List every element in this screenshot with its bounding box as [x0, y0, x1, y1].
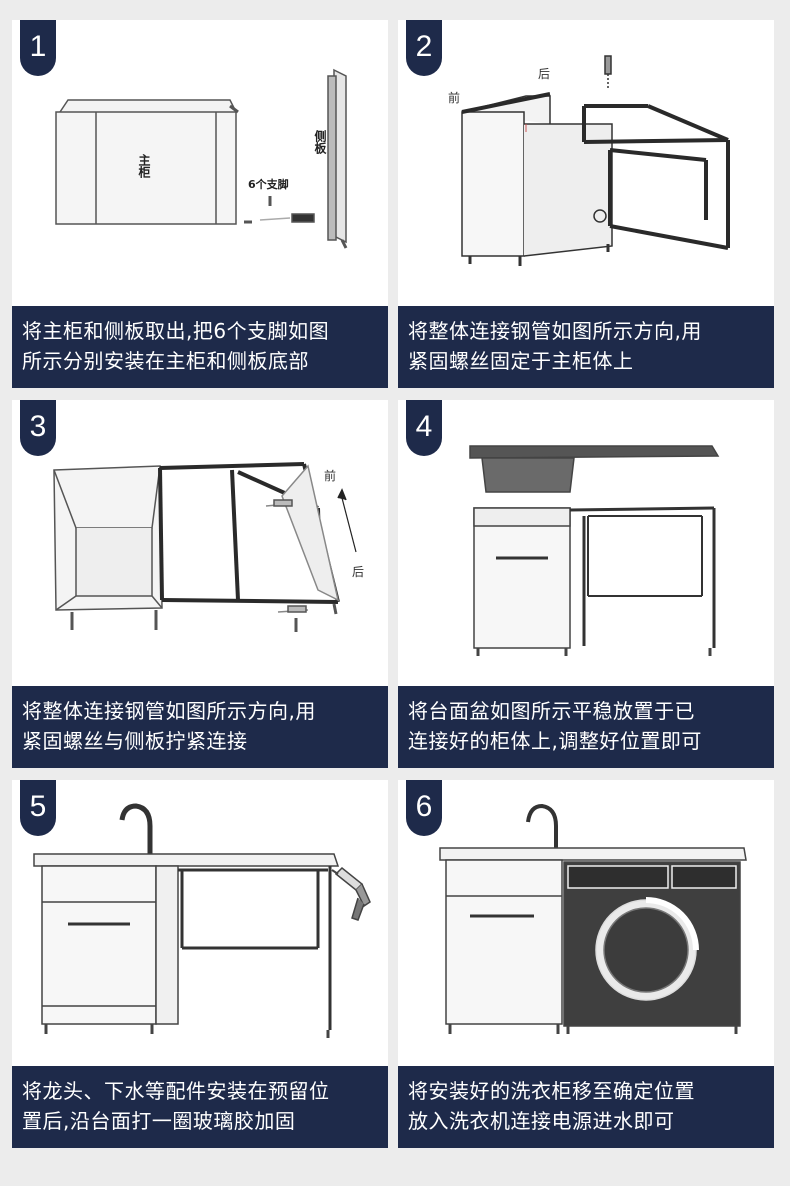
caption-line: 将整体连接钢管如图所示方向,用 [408, 319, 702, 343]
step-caption: 将主柜和侧板取出,把6个支脚如图 所示分别安装在主柜和侧板底部 [12, 306, 388, 388]
side-panel-label: 侧板 [313, 129, 327, 155]
step-panel-3: 3 [12, 400, 388, 768]
caption-line: 紧固螺丝固定于主柜体上 [408, 349, 634, 373]
main-cabinet-label: 主柜 [137, 153, 151, 178]
step-number-badge: 1 [20, 20, 56, 76]
caption-line: 将整体连接钢管如图所示方向,用 [22, 699, 316, 723]
back-label: 后 [538, 67, 550, 81]
step-6-illustration [439, 803, 747, 1034]
step-caption: 将整体连接钢管如图所示方向,用 紧固螺丝与侧板拧紧连接 [12, 686, 388, 768]
step-caption: 将整体连接钢管如图所示方向,用 紧固螺丝固定于主柜体上 [398, 306, 774, 388]
step-panel-1: 1 主柜 侧板 6个支脚 [12, 20, 388, 388]
step-caption: 将龙头、下水等配件安装在预留位 置后,沿台面打一圈玻璃胶加固 [12, 1066, 388, 1148]
step-panel-6: 6 [398, 780, 774, 1148]
step-caption: 将安装好的洗衣柜移至确定位置 放入洗衣机连接电源进水即可 [398, 1066, 774, 1148]
step-caption: 将台面盆如图所示平稳放置于已 连接好的柜体上,调整好位置即可 [398, 686, 774, 768]
step-number-badge: 2 [406, 20, 442, 76]
step-number-badge: 6 [406, 780, 442, 836]
step-3-illustration: 前 后 [53, 462, 364, 632]
back-label: 后 [352, 565, 364, 579]
caption-line: 连接好的柜体上,调整好位置即可 [408, 729, 702, 753]
caption-line: 将台面盆如图所示平稳放置于已 [408, 699, 695, 723]
step-5-illustration [33, 803, 371, 1038]
step-1-illustration: 主柜 侧板 6个支脚 [55, 68, 348, 249]
step-panel-4: 4 [398, 400, 774, 768]
front-label: 前 [324, 468, 336, 483]
step-number-badge: 4 [406, 400, 442, 456]
feet-label: 6个支脚 [248, 177, 289, 191]
caption-line: 所示分别安装在主柜和侧板底部 [22, 349, 309, 373]
step-number-badge: 3 [20, 400, 56, 456]
caption-line: 将主柜和侧板取出,把6个支脚如图 [22, 319, 330, 343]
step-panel-5: 5 [12, 780, 388, 1148]
step-panel-2: 2 [398, 20, 774, 388]
caption-line: 放入洗衣机连接电源进水即可 [408, 1109, 675, 1133]
caption-line: 紧固螺丝与侧板拧紧连接 [22, 729, 248, 753]
front-label: 前 [448, 90, 460, 105]
step-number-badge: 5 [20, 780, 56, 836]
caption-line: 置后,沿台面打一圈玻璃胶加固 [22, 1109, 296, 1133]
caption-line: 将安装好的洗衣柜移至确定位置 [408, 1079, 695, 1103]
step-2-illustration: 前 后 [448, 55, 730, 266]
caption-line: 将龙头、下水等配件安装在预留位 [22, 1079, 330, 1103]
step-4-illustration [469, 445, 720, 656]
